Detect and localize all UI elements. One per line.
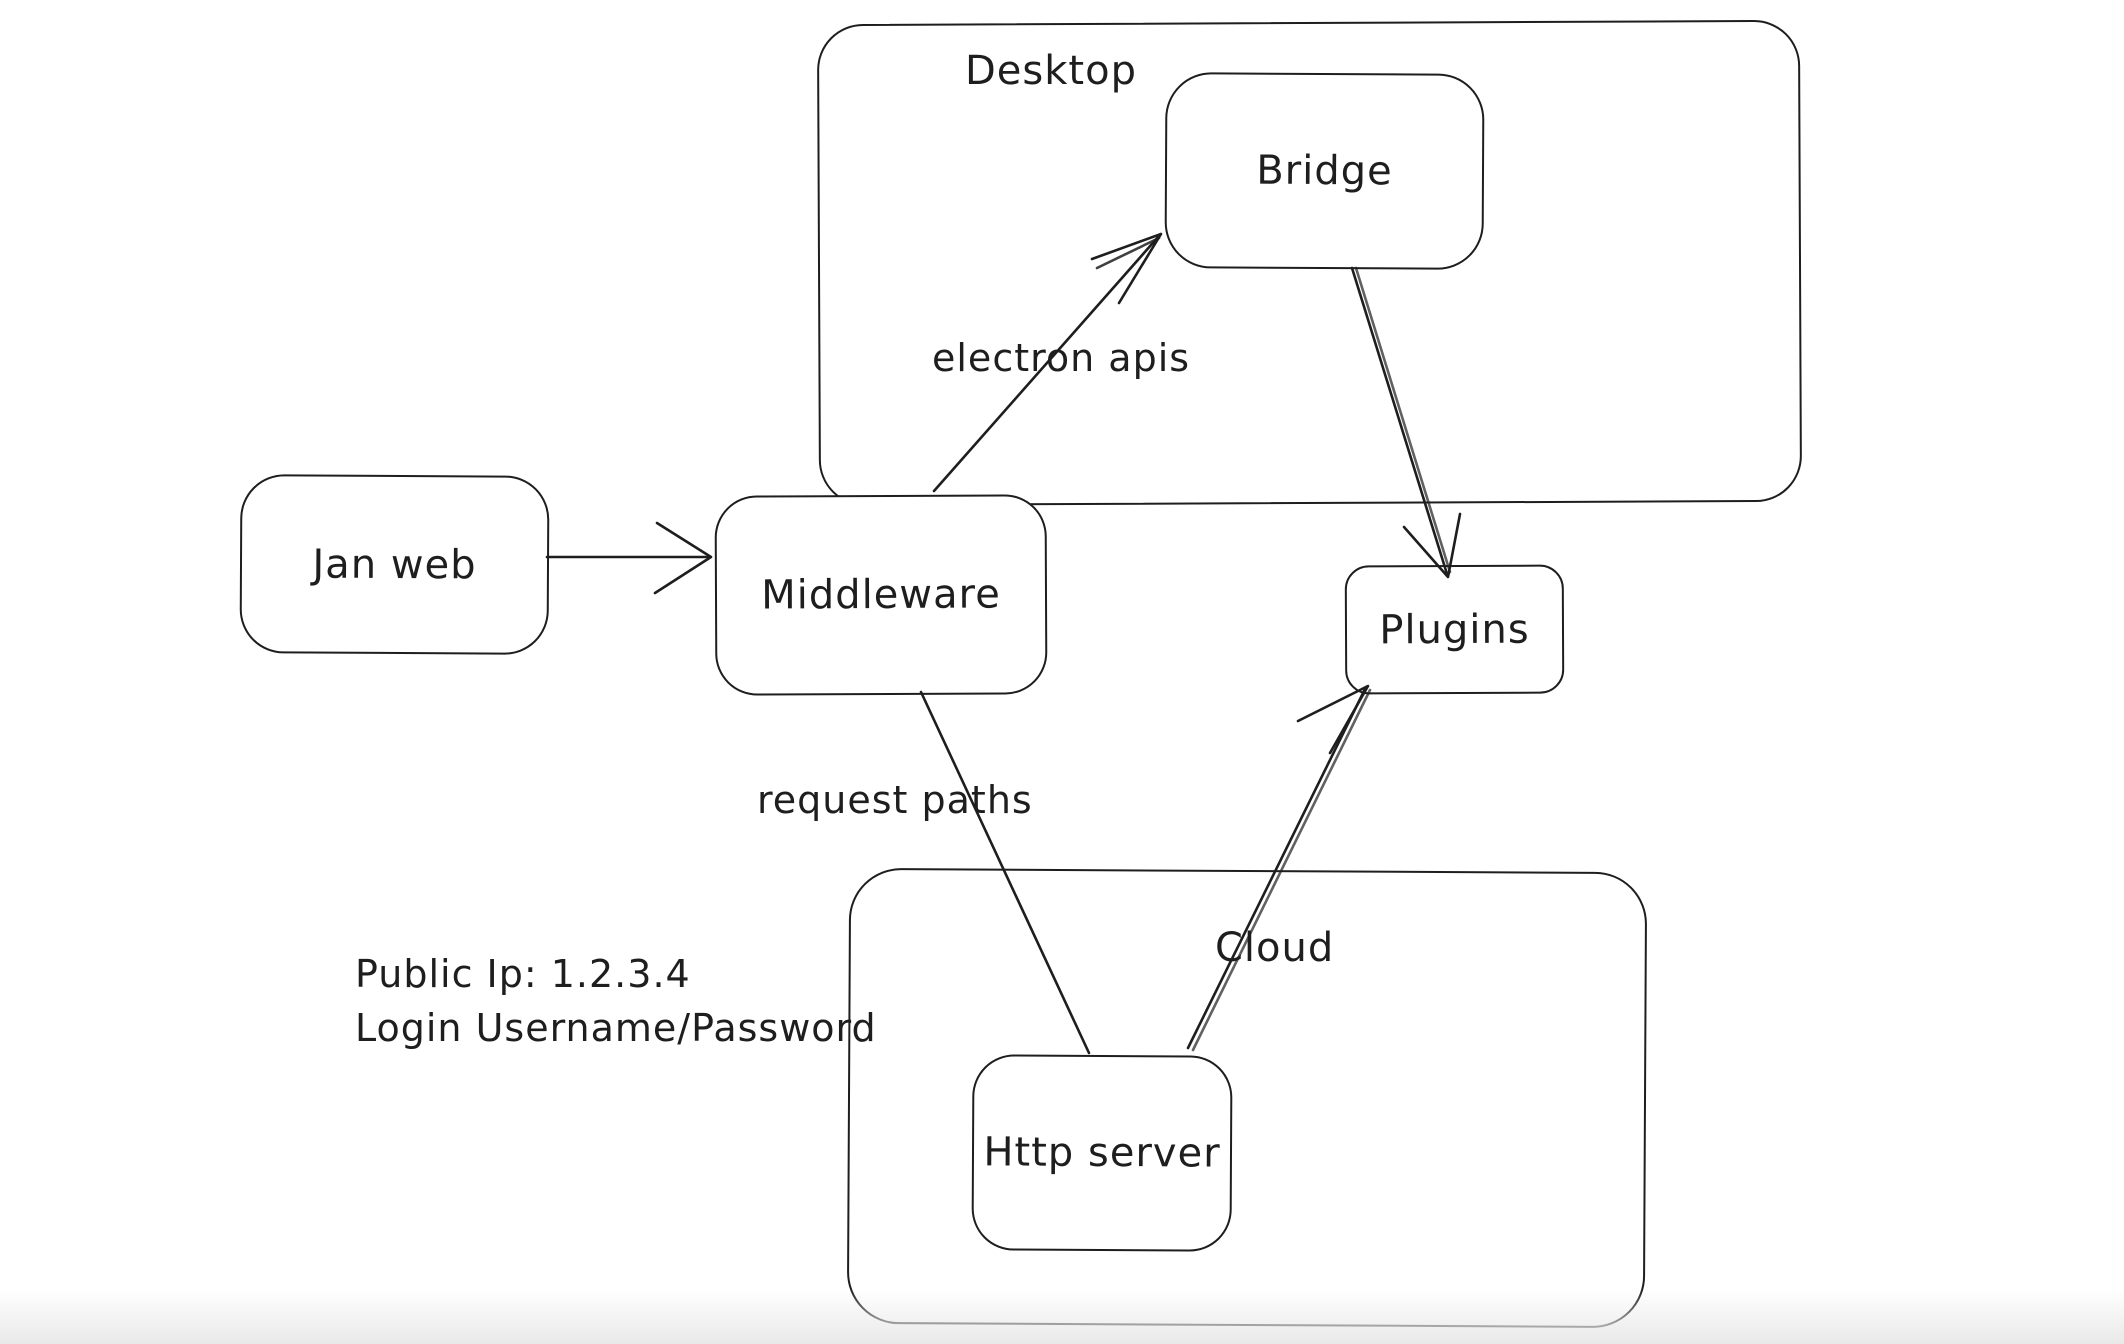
arrow-bridge-to-plugins[interactable]: [1350, 266, 1462, 579]
arrow-httpserver-to-plugins[interactable]: [1186, 684, 1372, 1052]
login-credentials-text: Login Username/Password: [355, 1005, 877, 1050]
public-ip-text: Public Ip: 1.2.3.4: [355, 952, 691, 996]
arrow-janweb-to-middleware[interactable]: [545, 521, 713, 595]
arrow-middleware-to-bridge[interactable]: [932, 232, 1163, 493]
credentials-annotation[interactable]: Public Ip: 1.2.3.4 Login Username/Passwo…: [355, 948, 877, 1056]
request-paths-edge-label[interactable]: request paths: [757, 778, 1033, 822]
line-middleware-to-httpserver[interactable]: [919, 690, 1091, 1055]
desktop-container-label[interactable]: Desktop: [965, 48, 1137, 94]
electron-apis-edge-label[interactable]: electron apis: [932, 336, 1191, 380]
cloud-container-label[interactable]: Cloud: [1215, 925, 1335, 971]
